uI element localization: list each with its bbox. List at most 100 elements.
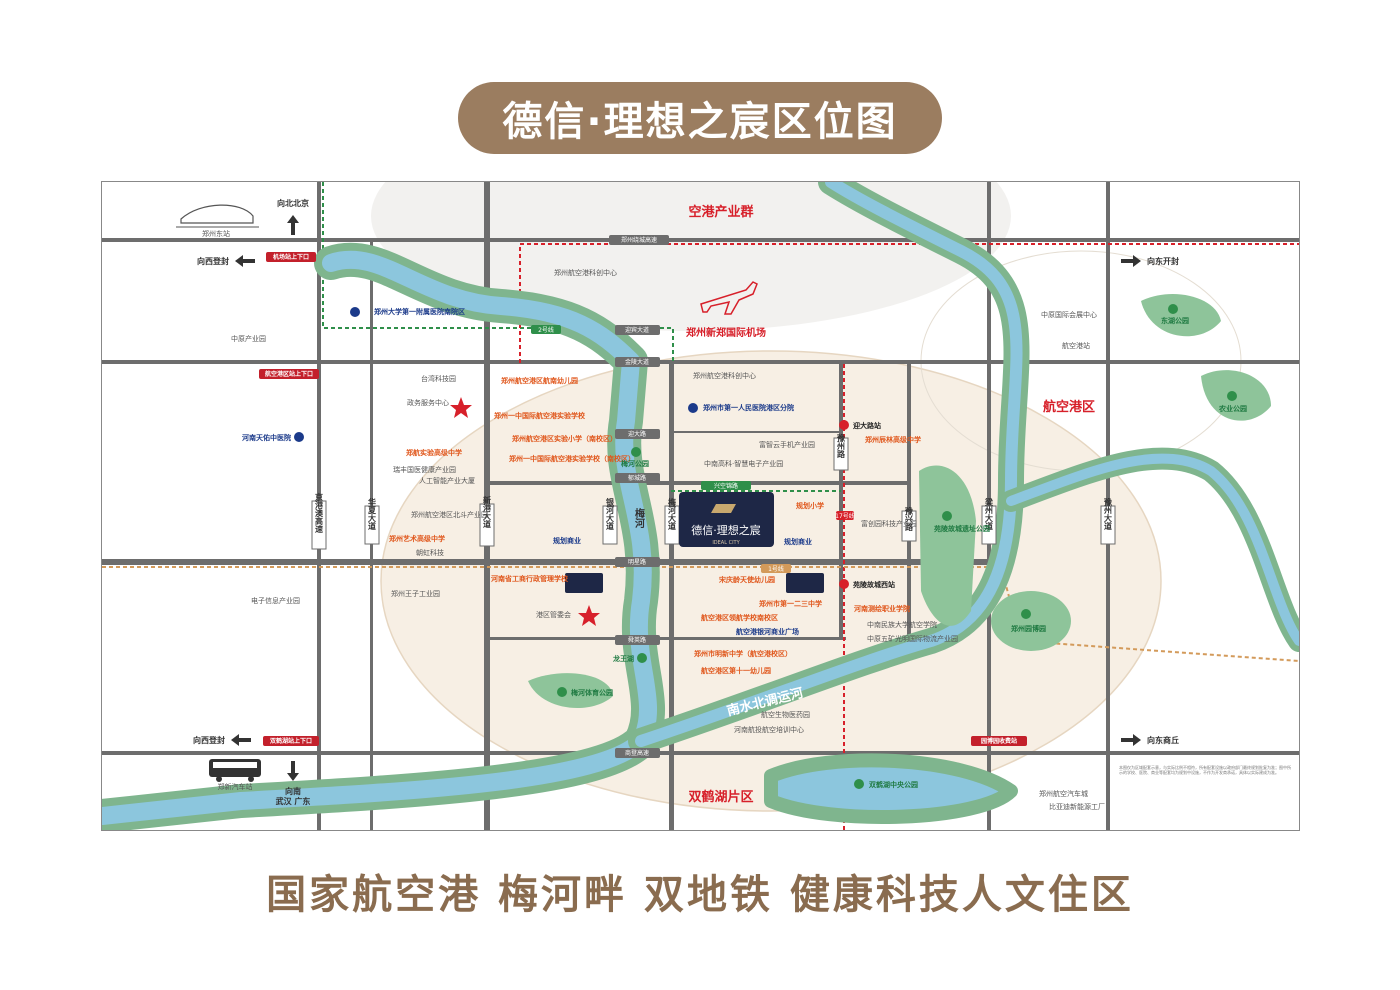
svg-text:华夏大道: 华夏大道 <box>367 497 377 531</box>
disclaimer-note: 本图仅为区域配套示意，与实际比例不相符，所有配套设施以政府部门最终规划批复为准；… <box>1119 765 1291 775</box>
poi-school: 河南省工商行政管理学校 <box>491 574 569 583</box>
red-tags: 机场站上下口 航空港区站上下口 双鹤湖站上下口 园博园收费站 <box>259 252 1027 746</box>
svg-text:向西登封: 向西登封 <box>197 256 229 266</box>
star-icon <box>450 397 472 418</box>
poi-gray: 人工智能产业大厦 <box>419 476 475 485</box>
svg-text:豫州大道: 豫州大道 <box>1104 497 1113 531</box>
poi-gray: 郑州航空港科创中心 <box>554 268 617 277</box>
project-badge: 德信·理想之宸 IDEAL CITY <box>565 492 824 593</box>
poi-school: 郑航实验高级中学 <box>406 448 462 457</box>
poi-school: 航空港区第十一幼儿园 <box>701 666 771 675</box>
svg-text:京港澳高速: 京港澳高速 <box>314 492 324 534</box>
svg-text:舜英路: 舜英路 <box>628 636 646 644</box>
poi-hospital: 郑州市第一人民医院港区分院 <box>703 403 794 412</box>
vertical-road-labels: 京港澳高速 华夏大道 新港大道 银河大道 梅河大道 豫州路 豫兴路 梁州大道 豫… <box>311 433 1116 550</box>
poi-school: 宋庆龄天使幼儿园 <box>718 575 775 584</box>
poi-gray: 中南高科·智慧电子产业园 <box>704 459 783 468</box>
poi-hospital: 郑州大学第一附属医院南院区 <box>374 307 465 316</box>
svg-text:园博园收费站: 园博园收费站 <box>981 737 1017 745</box>
hospital-icon <box>294 432 304 442</box>
svg-text:向东商丘: 向东商丘 <box>1147 735 1179 745</box>
poi-commerce: 规划商业 <box>784 537 812 546</box>
poi-park: 苑陵故城遗址公园 <box>933 524 990 533</box>
direction-markers: 向北北京 向西登封 向东开封 向西登封 向东商丘 向南 武汉 广东 <box>193 198 1179 806</box>
train-icon <box>176 204 259 228</box>
svg-text:豫兴路: 豫兴路 <box>904 506 914 532</box>
poi-park: 龙王湖 <box>612 654 634 663</box>
poi-gray: 郑州航空港科创中心 <box>693 371 756 380</box>
poi-gray: 中南民族大学航空学院 <box>867 620 937 629</box>
poi-school: 郑州市明新中学（航空港校区） <box>694 649 792 658</box>
poi-school: 规划小学 <box>796 501 824 510</box>
poi-gray: 比亚迪新能源工厂 <box>1049 802 1105 811</box>
station-bus: 郑新汽车站 <box>218 782 253 791</box>
poi-gray: 河南航投航空培训中心 <box>734 725 804 734</box>
poi-school: 郑州一中国际航空港实验学校 <box>494 411 586 420</box>
svg-text:迎大路: 迎大路 <box>628 430 646 438</box>
road-labels: 郑州绕城高速 迎宾大道 金陵大道 明星路 商登高速 舜英路 迎大路 郁城路 兴空… <box>531 235 855 758</box>
page-title: 德信·理想之宸区位图 <box>458 82 942 154</box>
svg-text:梁州大道: 梁州大道 <box>984 497 994 531</box>
svg-text:武汉 广东: 武汉 广东 <box>276 796 311 806</box>
svg-text:明星路: 明星路 <box>628 558 646 566</box>
poi-school: 郑州航空港区实验小学（南校区） <box>512 434 617 443</box>
airplane-icon <box>700 281 758 315</box>
poi-commerce: 规划商业 <box>553 536 581 545</box>
hospital-icon <box>350 307 360 317</box>
poi-park: 东湖公园 <box>1161 316 1189 325</box>
poi-school: 郑州一中国际航空港实验学校（南校区） <box>509 454 635 463</box>
poi-gray: 航空生物医药园 <box>761 710 810 719</box>
svg-text:豫州路: 豫州路 <box>836 433 846 459</box>
svg-text:商登高速: 商登高速 <box>625 749 649 757</box>
svg-text:向北北京: 向北北京 <box>277 198 309 208</box>
rivers <box>102 182 1299 830</box>
district-hangkonggang: 航空港区 <box>1043 399 1095 415</box>
station-hangkonggang: 航空港站 <box>1062 341 1090 350</box>
tree-icon <box>1021 609 1031 619</box>
poi-gray: 富智云手机产业园 <box>759 440 815 449</box>
poi-gray: 朝虹科技 <box>416 548 444 557</box>
map-canvas: 郑州绕城高速 迎宾大道 金陵大道 明星路 商登高速 舜英路 迎大路 郁城路 兴空… <box>102 182 1299 830</box>
bus-icon <box>209 759 261 782</box>
tree-icon <box>1168 304 1178 314</box>
poi-gray: 港区管委会 <box>536 610 571 619</box>
poi-gray: 瑞丰国医健康产业园 <box>393 465 456 474</box>
poi-gray: 政务服务中心 <box>407 398 449 407</box>
svg-text:德信·理想之宸: 德信·理想之宸 <box>691 523 761 537</box>
svg-text:兴空锦路: 兴空锦路 <box>714 482 738 490</box>
poi-park: 郑州园博园 <box>1011 624 1046 633</box>
hospital-icon <box>688 403 698 413</box>
svg-text:向东开封: 向东开封 <box>1147 256 1179 266</box>
svg-text:1号线: 1号线 <box>768 565 784 573</box>
location-map: 郑州绕城高速 迎宾大道 金陵大道 明星路 商登高速 舜英路 迎大路 郁城路 兴空… <box>101 181 1300 831</box>
svg-text:向西登封: 向西登封 <box>193 735 225 745</box>
poi-gray: 中原国际会展中心 <box>1041 310 1097 319</box>
svg-text:金陵大道: 金陵大道 <box>625 358 649 366</box>
poi-school: 郑州航空港区航南幼儿园 <box>501 376 578 385</box>
poi-gray: 中原产业园 <box>231 334 266 343</box>
poi-gray: 电子信息产业园 <box>251 596 300 605</box>
airport-label: 郑州新郑国际机场 <box>686 326 766 339</box>
poi-park: 农业公园 <box>1218 404 1247 413</box>
svg-text:迎宾大道: 迎宾大道 <box>625 326 649 334</box>
svg-text:向南: 向南 <box>285 786 301 796</box>
svg-text:郁城路: 郁城路 <box>628 474 646 482</box>
svg-text:机场站上下口: 机场站上下口 <box>273 253 309 261</box>
tree-icon <box>631 447 641 457</box>
svg-text:苑陵故城西站: 苑陵故城西站 <box>852 580 895 589</box>
poi-hospital: 河南天佑中医院 <box>242 433 291 442</box>
tree-icon <box>557 687 567 697</box>
svg-text:梅河大道: 梅河大道 <box>668 497 677 531</box>
poi-gray: 中原五矿光明国际物流产业园 <box>867 634 958 643</box>
hospital-pois: 郑州大学第一附属医院南院区 河南天佑中医院 郑州市第一人民医院港区分院 规划商业… <box>242 307 812 636</box>
tree-icon <box>1227 391 1237 401</box>
poi-gray: 富创园科技产业园 <box>861 519 917 528</box>
meihe-label: 梅河 <box>633 507 645 529</box>
district-shuanghe: 双鹤湖片区 <box>688 789 753 805</box>
svg-text:17号线: 17号线 <box>835 512 855 520</box>
tagline: 国家航空港 梅河畔 双地铁 健康科技人文住区 <box>266 872 1134 918</box>
gray-pois: 郑州航空港科创中心 中原产业园 台湾科技园 政务服务中心 瑞丰国医健康产业园 人… <box>231 268 1105 811</box>
park-pois: 梅河公园 龙王湖 梅河体育公园 苑陵故城遗址公园 郑州园博园 双鹤湖中央公园 东… <box>557 304 1247 789</box>
svg-text:迎大路站: 迎大路站 <box>853 421 881 430</box>
svg-text:郑州绕城高速: 郑州绕城高速 <box>621 236 657 244</box>
